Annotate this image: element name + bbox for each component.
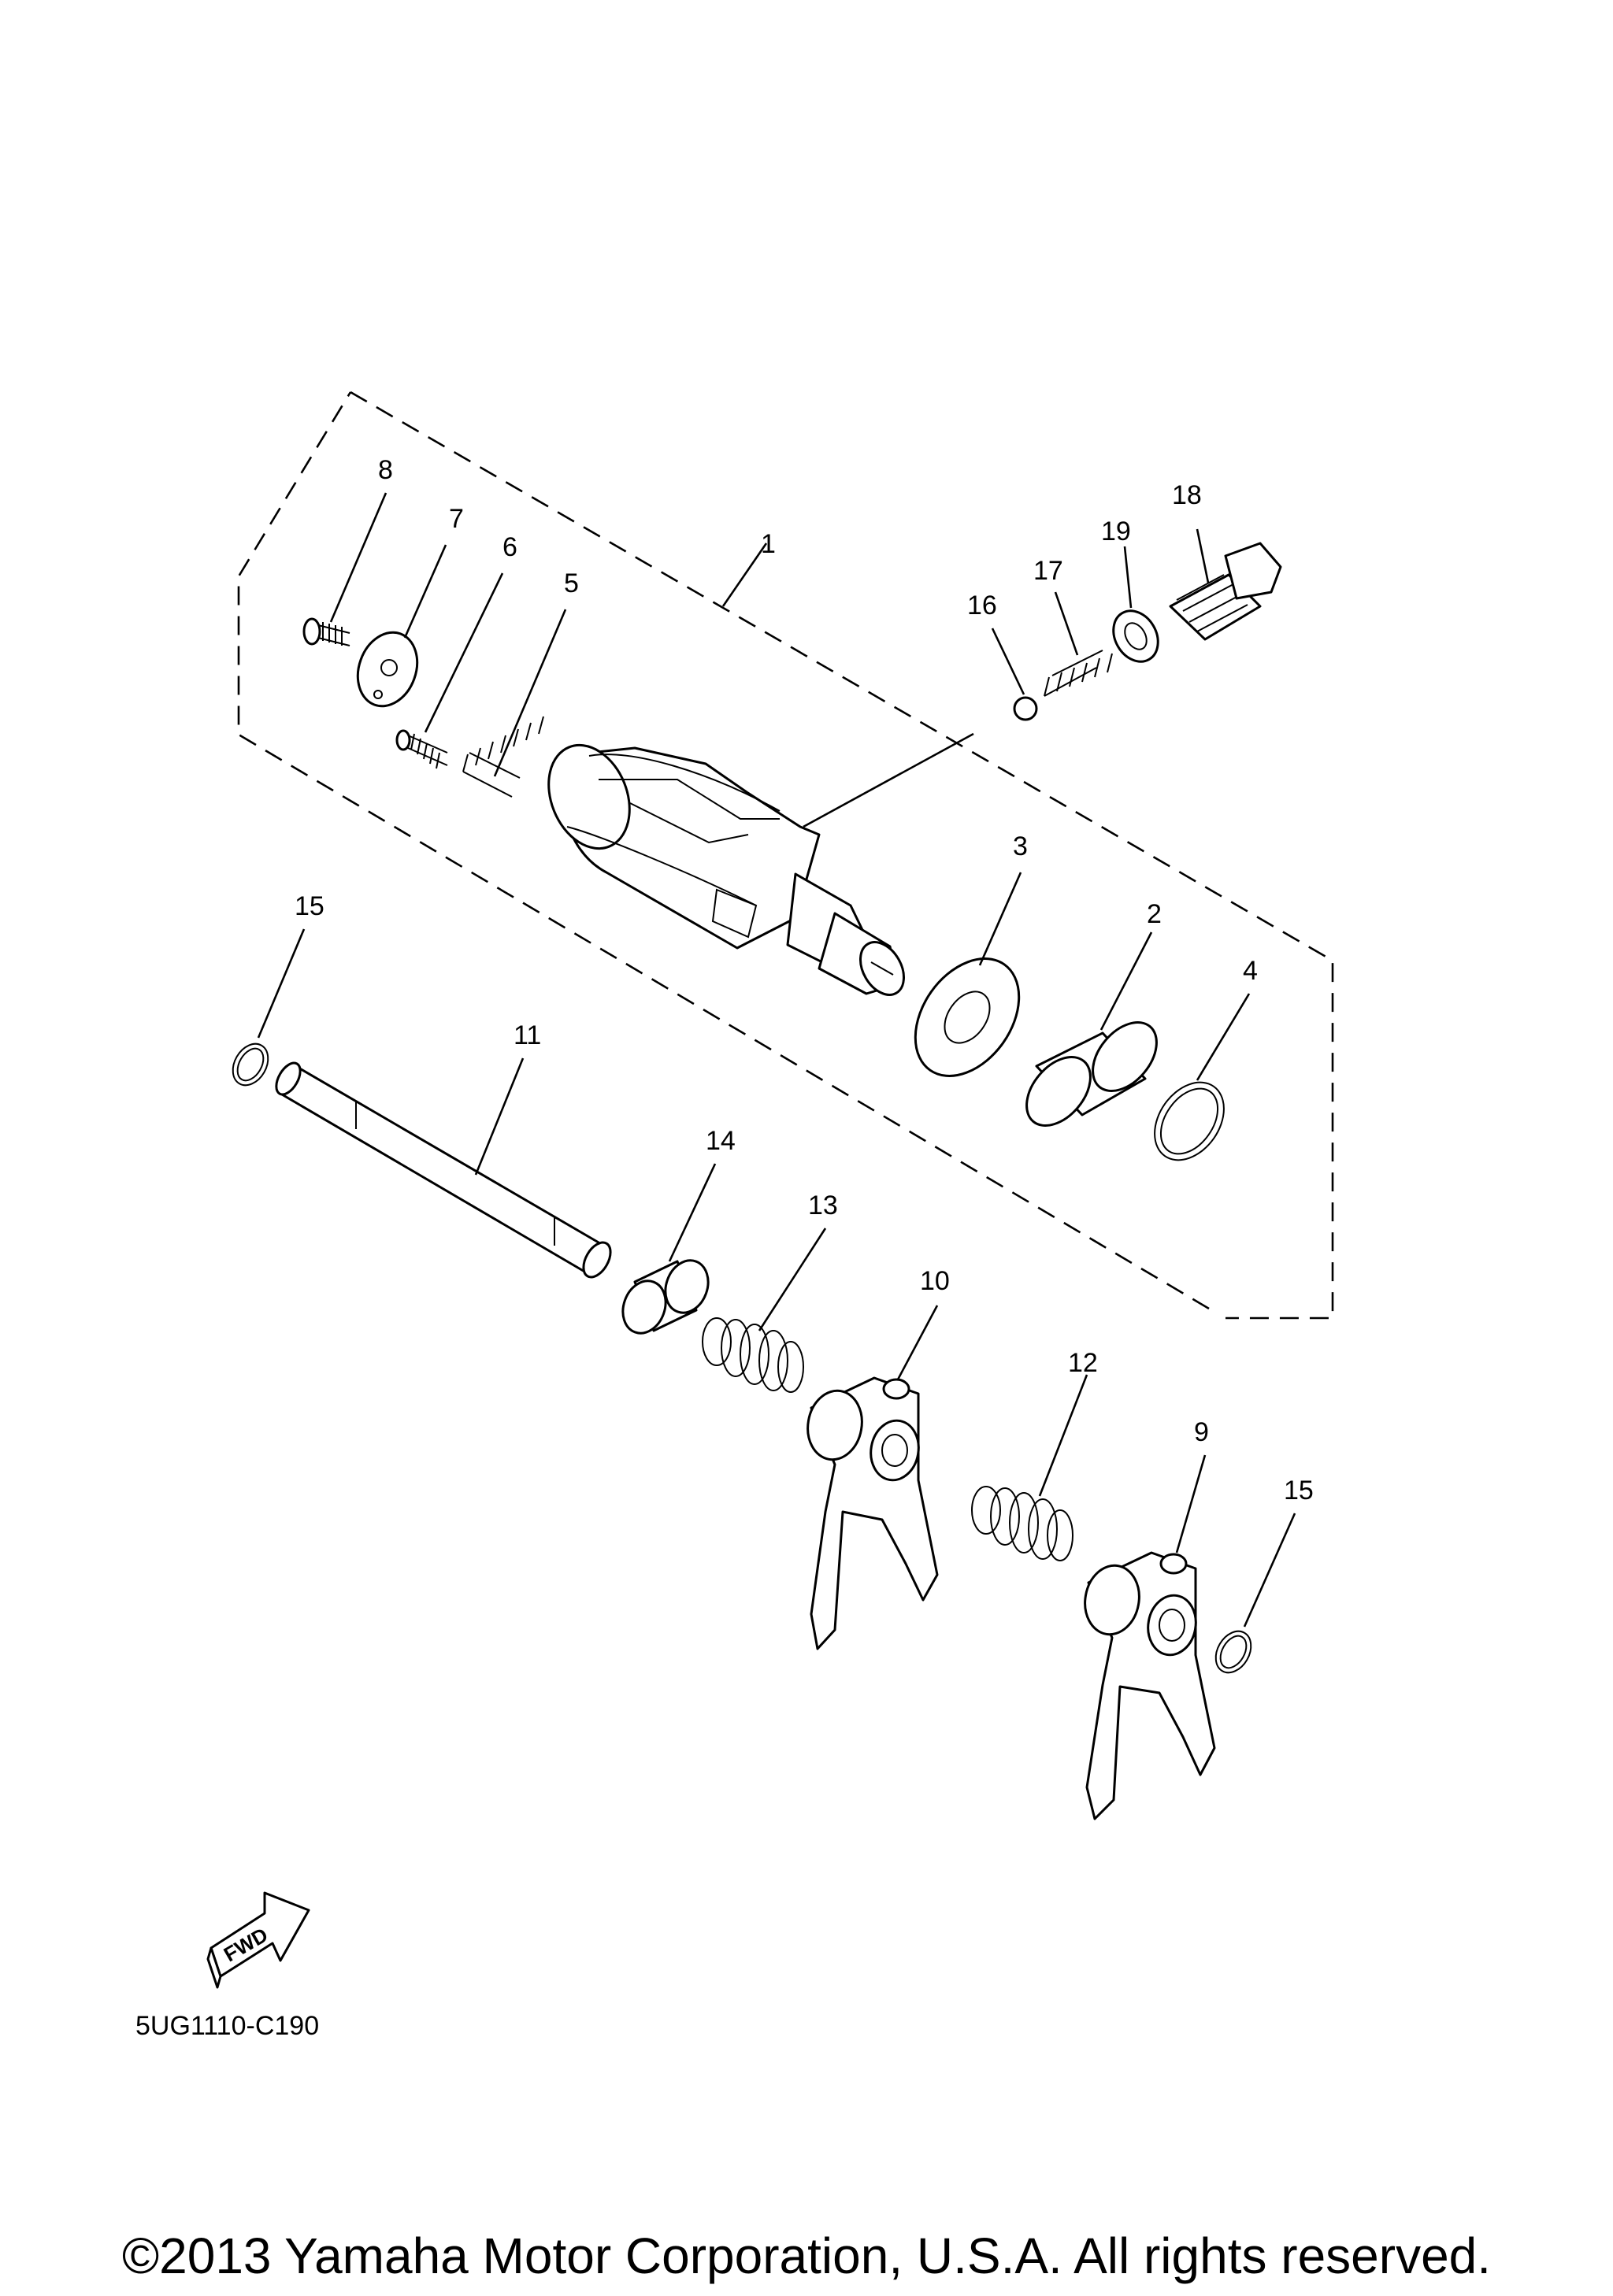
leader-16 [991, 628, 1025, 695]
copyright-notice: ©2013 Yamaha Motor Corporation, U.S.A. A… [121, 2227, 1492, 2284]
leader-1 [721, 543, 768, 607]
callout-16: 16 [967, 591, 997, 620]
assembly-boundary [237, 391, 1334, 1320]
leader-3 [978, 872, 1022, 966]
part-circlip [1154, 1081, 1225, 1161]
leader-11 [474, 1057, 525, 1176]
leader-10 [896, 1305, 939, 1380]
leader-15b [1243, 1513, 1296, 1628]
leader-7 [403, 544, 447, 639]
part-screw [302, 617, 350, 646]
callout-1: 1 [761, 529, 776, 559]
part-fork-shaft [275, 1061, 612, 1279]
callout-3: 3 [1013, 831, 1028, 861]
part-circlip-left [232, 1042, 269, 1087]
leader-12 [1038, 1374, 1088, 1497]
part-stopper-plate [356, 631, 419, 708]
leader-9 [1175, 1454, 1207, 1554]
callout-11: 11 [514, 1020, 541, 1050]
part-shift-fork-9 [1084, 1551, 1216, 1820]
callout-9: 9 [1194, 1417, 1209, 1447]
leader-17 [1054, 591, 1079, 656]
leader-4 [1196, 993, 1251, 1081]
callout-7: 7 [449, 504, 464, 534]
part-collar [621, 1259, 710, 1335]
part-circlip-right [1214, 1630, 1252, 1674]
callout-2: 2 [1147, 899, 1162, 929]
fwd-arrow-icon: FWD [206, 1891, 310, 1989]
part-ball [1013, 696, 1038, 721]
leader-14 [668, 1163, 717, 1262]
callout-17: 17 [1033, 556, 1063, 586]
leader-13 [758, 1228, 827, 1331]
leader-2 [1099, 931, 1153, 1031]
diagram-code: 5UG1110-C190 [135, 2011, 319, 2041]
callout-15a: 15 [295, 891, 324, 921]
part-coil-spring-12 [971, 1486, 1073, 1561]
callout-15b: 15 [1284, 1476, 1314, 1505]
part-pin [395, 729, 448, 769]
callout-8: 8 [378, 455, 393, 485]
leader-5 [493, 609, 567, 777]
callout-18: 18 [1172, 480, 1202, 510]
callout-5: 5 [564, 568, 579, 598]
part-detent-spring [1044, 650, 1113, 697]
callout-19: 19 [1101, 517, 1131, 546]
part-shift-drum [547, 743, 905, 996]
part-coil-spring-13 [702, 1317, 804, 1393]
part-spring-small [462, 716, 544, 798]
leader-6 [424, 572, 504, 733]
callout-13: 13 [808, 1191, 838, 1220]
leader-19 [1123, 546, 1133, 609]
callout-6: 6 [502, 532, 517, 562]
callout-12: 12 [1068, 1348, 1098, 1378]
callout-4: 4 [1243, 956, 1258, 986]
part-shift-fork-10 [806, 1376, 939, 1650]
leader-18 [1196, 528, 1210, 583]
part-thrust-washer [914, 957, 1021, 1077]
part-gasket-washer [1112, 609, 1159, 663]
leader-8 [329, 492, 387, 623]
part-bearing [1025, 1021, 1158, 1127]
leader-1b [803, 732, 974, 828]
part-plug-bolt [1169, 542, 1282, 641]
callout-14: 14 [706, 1126, 736, 1156]
leader-15a [257, 928, 306, 1039]
callout-10: 10 [920, 1266, 950, 1296]
